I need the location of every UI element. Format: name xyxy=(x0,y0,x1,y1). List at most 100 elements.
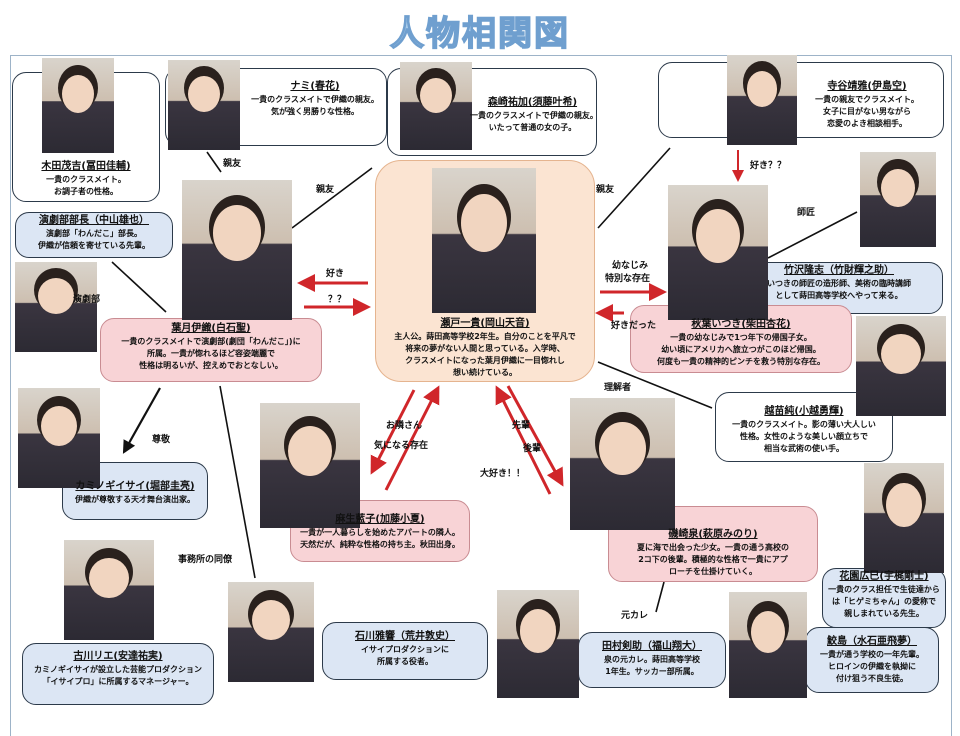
character-description: 泉の元カレ。蒔田高等学校 xyxy=(604,655,700,664)
character-name: 秋葉いつき(柴田杏花) xyxy=(691,319,791,330)
character-description: 所属する役者。 xyxy=(377,657,433,666)
relation-label: 親友 xyxy=(316,185,335,195)
character-box xyxy=(100,318,322,382)
character-description: 性格。女性のような美しい顔立ちで xyxy=(740,432,868,441)
relation-label: 好き xyxy=(326,269,345,279)
character-box xyxy=(805,627,939,693)
character-photo xyxy=(228,582,314,682)
character-info: 田村剣助（福山翔大） 泉の元カレ。蒔田高等学校 1年生。サッカー部所属。 xyxy=(578,640,726,678)
character-box xyxy=(658,62,944,138)
character-photo xyxy=(729,592,807,698)
character-photo xyxy=(15,262,97,352)
character-photo xyxy=(64,540,154,640)
character-description: 一貴の親友でクラスメイト。 xyxy=(815,95,919,104)
character-info: 竹沢隆志（竹財輝之助）いつきの師匠の造形師、美術の臨時講師として蒔田高等学校へや… xyxy=(735,264,943,302)
character-info: 瀬戸一貴(岡山天音)主人公。蒔田高等学校2年生。自分のことを平凡で将来の夢がない… xyxy=(375,317,595,379)
character-photo xyxy=(860,152,936,247)
character-info: 寺谷靖雅(伊島空)一貴の親友でクラスメイト。女子に目がない男ながら恋愛のよき相談… xyxy=(797,80,937,130)
character-photo xyxy=(400,62,472,150)
character-name: 木田茂吉(冨田佳輔) xyxy=(41,161,131,172)
diagram-frame xyxy=(10,55,952,736)
character-description: お調子者の性格。 xyxy=(54,187,118,196)
character-description: クラスメイトになった葉月伊織に一目惚れし xyxy=(405,356,565,365)
character-description: 一貴のクラスメイトで伊織の親友。 xyxy=(251,95,379,104)
character-box xyxy=(15,212,173,258)
character-description: 一貴のクラスメイト。影の薄い大人しい xyxy=(732,420,876,429)
character-name: 寺谷靖雅(伊島空) xyxy=(827,81,907,92)
character-description: 1年生。サッカー部所属。 xyxy=(605,667,699,676)
relation-label: 理解者 xyxy=(604,383,632,393)
character-info: 花園広巳(宇梶剛士)一貴のクラス担任で生徒達からは「ヒゲミちゃん」の愛称で親しま… xyxy=(822,570,946,620)
relation-label: 幼なじみ xyxy=(612,261,649,271)
character-description: 一貴のクラスメイトで演劇部(劇団「わんだこ」)に xyxy=(121,337,301,346)
character-name: 越苗純(小越勇輝) xyxy=(764,406,844,417)
character-name: 竹沢隆志（竹財輝之助） xyxy=(784,265,894,276)
relation-label: 気になる存在 xyxy=(374,441,429,451)
character-description: 将来の夢がない人間と思っている。入学時、 xyxy=(405,344,565,353)
character-description: 「イサイプロ」に所属するマネージャー。 xyxy=(42,677,194,686)
character-info: 古川リエ(安達祐実)カミノギイサイが設立した芸能プロダクション「イサイプロ」に所… xyxy=(22,650,214,688)
character-photo xyxy=(182,180,292,320)
character-photo xyxy=(260,403,360,528)
line-takezawa-itsuki xyxy=(767,211,858,259)
character-info: 秋葉いつき(柴田杏花)一貴の幼なじみで1つ年下の帰国子女。幼い頃にアメリカへ旅立… xyxy=(630,318,852,368)
relation-label: 尊敬 xyxy=(152,435,171,445)
relation-label: 師匠 xyxy=(797,208,816,218)
relation-label: 元カレ xyxy=(621,611,649,621)
character-description: 夏に海で出会った少女。一貴の通う高校の xyxy=(637,543,789,552)
character-photo xyxy=(864,463,944,573)
line-koshinae-ikki xyxy=(597,361,713,409)
relation-label: お隣さん xyxy=(386,421,423,431)
arrow-ikki-aso xyxy=(370,389,416,475)
relation-label: 特別な存在 xyxy=(605,274,651,284)
relation-label: ？？ xyxy=(328,295,347,305)
relation-label: 先輩 xyxy=(512,421,531,431)
character-name: 古川リエ(安達祐実) xyxy=(73,651,163,662)
character-description: いたって普通の女の子。 xyxy=(488,123,577,132)
line-izumi-tamura xyxy=(655,581,665,613)
character-description: 一貴のクラスメイトで伊織の親友。 xyxy=(470,111,598,120)
character-description: 伊織が信頼を寄せている先輩。 xyxy=(38,241,150,250)
character-description: 伊織が尊敬する天才舞台演出家。 xyxy=(75,495,195,504)
character-box xyxy=(322,622,488,680)
character-description: 2コ下の後輩。積極的な性格で一貴にアプ xyxy=(638,555,788,564)
character-info: 麻生藍子(加藤小夏)一貴が一人暮らしを始めたアパートの隣人。天然だが、純粋な性格… xyxy=(290,513,470,551)
relation-label: 親友 xyxy=(223,159,242,169)
relation-label: 親友 xyxy=(596,185,615,195)
line-bucho-iori xyxy=(111,261,167,313)
character-description: 相当な武術の使い手。 xyxy=(764,444,844,453)
character-description: 想い続けている。 xyxy=(453,368,517,377)
character-description: 演劇部「わんだこ」部長。 xyxy=(46,229,142,238)
character-info: 鮫島（水石亜飛夢）一貴が通う学校の一年先輩。ヒロインの伊織を執拗に付け狙う不良生… xyxy=(805,635,939,685)
character-info: 演劇部部長（中山雄也）演劇部「わんだこ」部長。伊織が信頼を寄せている先輩。 xyxy=(15,214,173,252)
character-photo xyxy=(727,55,797,145)
character-name: 磯崎泉(萩原みのり) xyxy=(668,529,758,540)
line-morisaki-iori xyxy=(291,167,373,229)
character-info: ナミ(春花)一貴のクラスメイトで伊織の親友。気が強く男勝りな性格。 xyxy=(240,80,390,118)
character-name: 鮫島（水石亜飛夢） xyxy=(827,636,917,647)
character-description: として蒔田高等学校へやって来る。 xyxy=(775,291,903,300)
character-description: 一貴の幼なじみで1つ年下の帰国子女。 xyxy=(670,333,812,342)
line-iori-ishikawa xyxy=(219,385,256,579)
relation-label: 好きだった xyxy=(611,321,657,331)
character-description: 天然だが、純粋な性格の持ち主。秋田出身。 xyxy=(300,540,460,549)
character-description: 一貴のクラス担任で生徒達から xyxy=(828,585,940,594)
character-description: ローチを仕掛けていく。 xyxy=(669,567,757,576)
character-photo xyxy=(570,398,675,530)
character-name: 麻生藍子(加藤小夏) xyxy=(335,514,425,525)
character-description: 一貴が通う学校の一年先輩。 xyxy=(820,650,924,659)
character-name: カミノギイサイ(堀部圭亮) xyxy=(75,481,195,492)
line-nami-iori xyxy=(206,151,222,173)
character-box xyxy=(22,643,214,705)
relation-lines xyxy=(111,147,858,613)
character-name: 田村剣助（福山翔大） xyxy=(602,641,702,652)
character-photo xyxy=(168,60,240,150)
line-teraya-ikki xyxy=(597,147,671,229)
character-photo xyxy=(668,185,768,320)
character-info: カミノギイサイ(堀部圭亮) 伊織が尊敬する天才舞台演出家。 xyxy=(62,480,208,506)
character-name: ナミ(春花) xyxy=(290,81,340,92)
character-name: 森崎祐加(須藤叶希) xyxy=(487,97,578,108)
character-photo xyxy=(18,388,100,488)
arrow-iori-kaminogi xyxy=(122,387,161,454)
character-description: 親しまれている先生。 xyxy=(844,609,924,618)
